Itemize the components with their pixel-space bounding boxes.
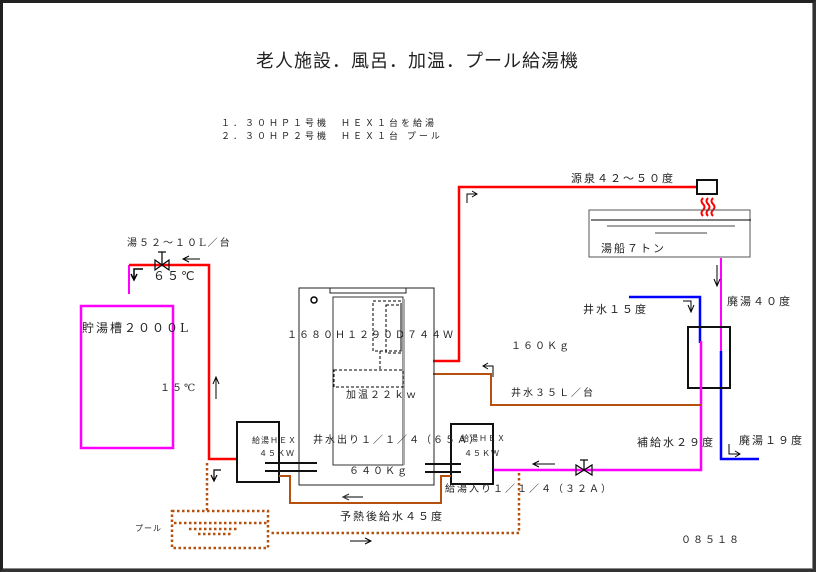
hot-water-pipe — [129, 263, 236, 461]
arrow-turn-down-icon — [210, 469, 221, 483]
pool-circuit-pipe — [205, 463, 521, 535]
well-water-35-pipe — [433, 373, 701, 406]
unit-top-panel — [329, 287, 407, 294]
pool — [170, 509, 270, 550]
hot-spring-pipe — [433, 185, 697, 363]
waste-40-label: 廃湯４０度 — [727, 295, 792, 308]
valve-icon — [575, 459, 593, 477]
arrow-left-icon — [341, 493, 363, 501]
bathtub — [588, 209, 751, 258]
drawing-number: ０８５１８ — [681, 535, 741, 546]
arrow-down-icon — [713, 265, 721, 288]
makeup-water-pipe — [493, 341, 703, 472]
note-line-1: １．３０ＨＰ１号機 ＨＥＸ１台を給湯 — [221, 119, 438, 129]
arrow-turn-down-icon — [130, 268, 143, 282]
bathtub-label: 湯船７トン — [601, 242, 666, 255]
right-heat-exchanger — [450, 423, 494, 485]
temp-15-label: １５℃ — [160, 383, 198, 394]
arrow-up-icon — [212, 375, 220, 399]
storage-tank — [79, 304, 175, 450]
left-hex-connections — [265, 462, 317, 472]
right-hex-name-label: 給湯ＨＥＸ — [461, 434, 506, 443]
arrow-right-icon — [350, 537, 373, 545]
piping-diagram — [79, 179, 759, 550]
makeup-water-label: 補給水２９度 — [637, 436, 715, 449]
arrow-right-icon — [728, 444, 741, 458]
left-hex-name-label: 給湯ＨＥＸ — [252, 436, 297, 445]
storage-tank-label: 貯湯槽２０００L — [82, 321, 190, 335]
unit-indicator-icon — [310, 296, 318, 304]
note-line-2: ２．３０ＨＰ２号機 ＨＥＸ１台 プール — [221, 132, 443, 142]
preheat-water-pipe — [279, 475, 451, 504]
weight-640-label: ６４０Ｋｇ — [349, 466, 409, 477]
right-hex-power-label: ４５ＫＷ — [464, 449, 500, 458]
arrow-left-icon — [181, 255, 200, 263]
valve-icon — [154, 251, 170, 272]
arrow-turn-right-icon — [466, 190, 478, 203]
heat-waves-icon — [700, 197, 716, 217]
weight-160-label: １６０Ｋｇ — [511, 341, 571, 352]
well-outlet-label: 井水出り１／１／４（６５Ａ） — [313, 435, 481, 446]
inlet-label: 給湯入り１／１／４（３２Ａ） — [445, 484, 613, 495]
machine-dimensions-label: １６８０Ｈ１２９０Ｄ７４４Ｗ — [287, 330, 455, 341]
pool-label: プール — [135, 524, 162, 533]
left-hex-power-label: ４５ＫＷ — [259, 449, 295, 458]
heater-label: 加温２２ｋｗ — [346, 390, 418, 401]
internal-components — [333, 300, 404, 388]
left-heat-exchanger — [236, 421, 280, 483]
temp-65-label: ６５℃ — [153, 269, 197, 283]
well-water-35-label: 井水３５Ｌ／台 — [511, 388, 595, 399]
hot-spring-source-box — [696, 179, 718, 195]
hot-water-flow-label: 湯５２～１０L／台 — [127, 238, 232, 249]
diagram-title: 老人施設．風呂．加温．プール給湯機 — [256, 51, 579, 72]
waste-19-label: 廃湯１９度 — [739, 434, 804, 447]
preheat-label: 予熱後給水４５度 — [340, 510, 444, 523]
arrow-left-icon — [531, 460, 555, 468]
right-hex-connections — [425, 463, 461, 473]
arrow-turn-down-icon — [683, 300, 695, 314]
waste-heat-exchanger — [687, 326, 731, 389]
well-water-15-label: 井水１５度 — [583, 303, 648, 316]
hot-spring-label: 源泉４２～５０度 — [571, 172, 675, 185]
arrow-left-icon — [482, 362, 494, 377]
